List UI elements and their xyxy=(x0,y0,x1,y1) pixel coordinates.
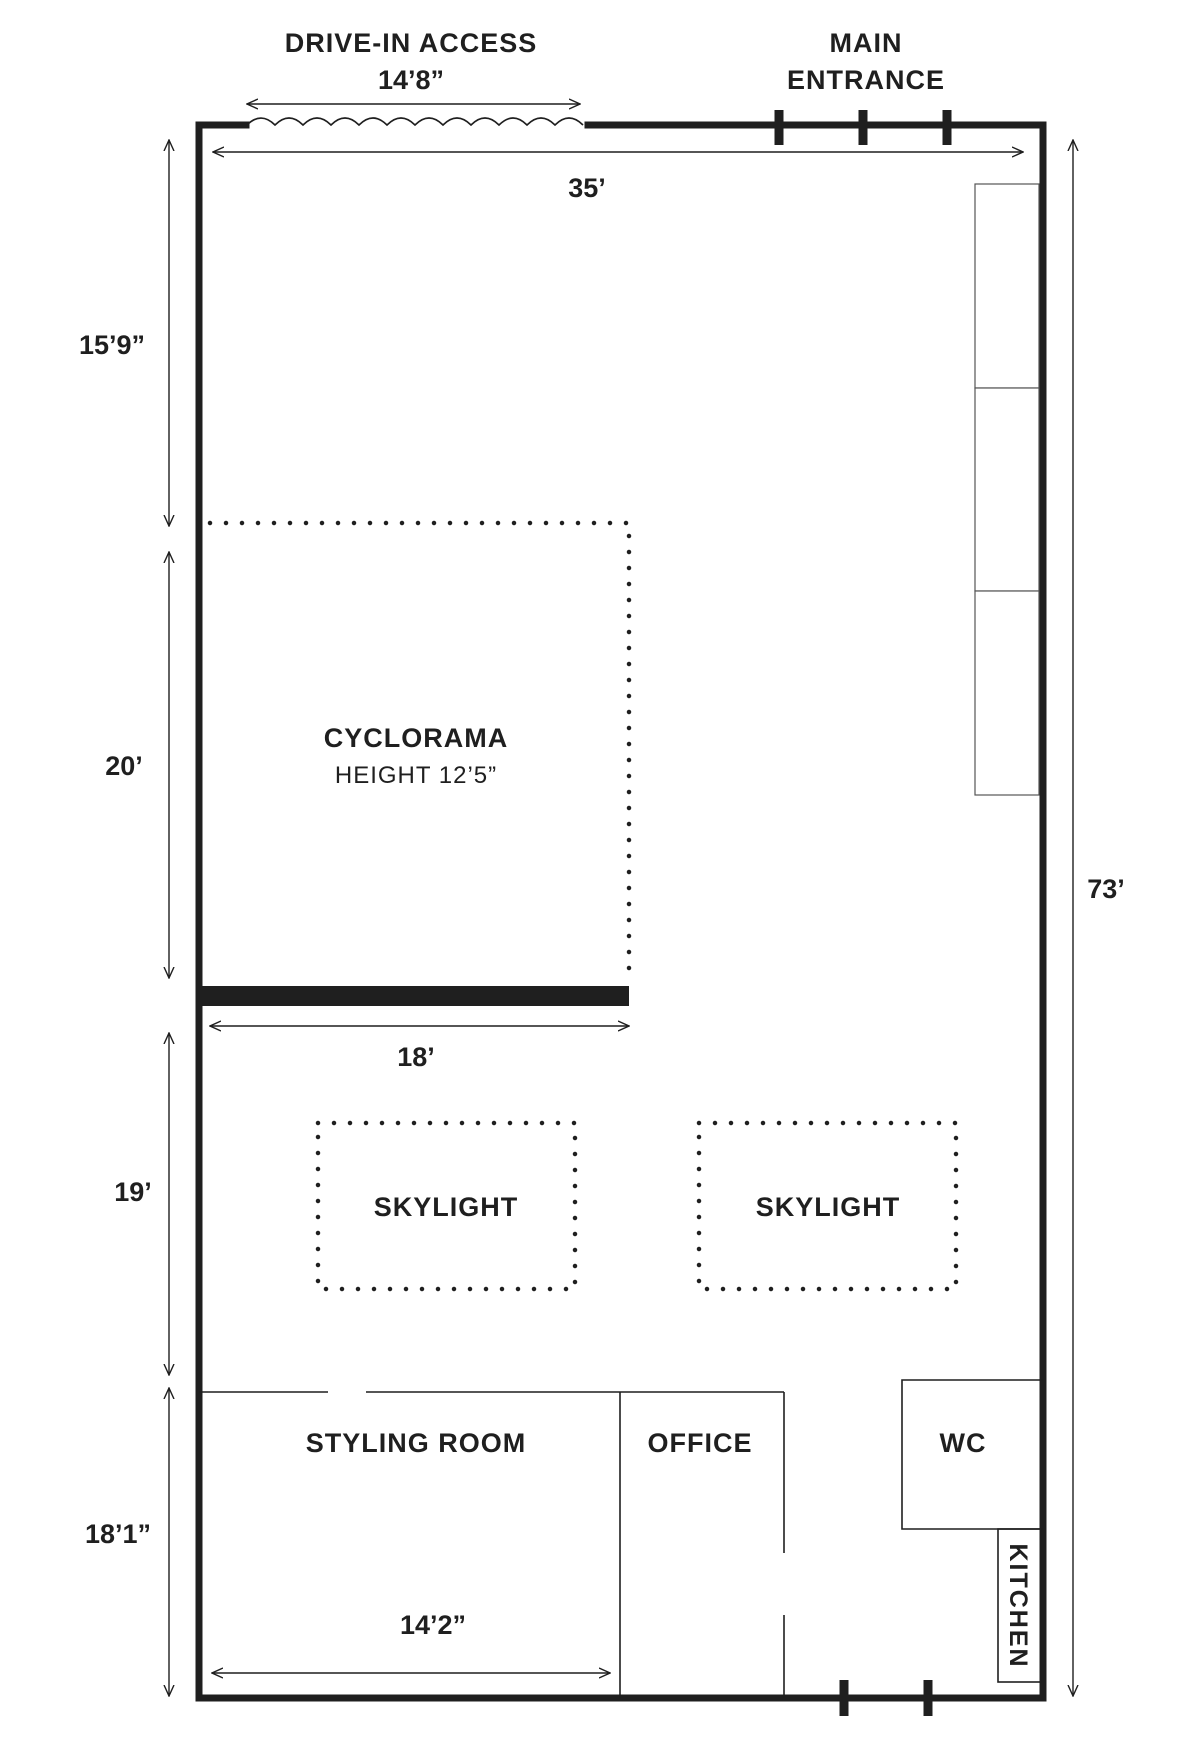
styling-room-label: STYLING ROOM xyxy=(306,1428,527,1458)
wc-room-outline xyxy=(901,1379,1043,1530)
cyclorama-height: HEIGHT 12’5” xyxy=(335,762,497,789)
wall-cabinet-3 xyxy=(974,590,1040,796)
dim-label-section-a: 15’9” xyxy=(79,330,145,360)
skylight-2-label: SKYLIGHT xyxy=(756,1192,901,1222)
drive-in-door-curtain xyxy=(246,117,584,127)
office-label: OFFICE xyxy=(648,1428,753,1458)
cyclorama-title: CYCLORAMA xyxy=(324,723,509,753)
main-entrance-line1: MAIN xyxy=(830,28,903,58)
dim-label-section-d: 18’1” xyxy=(85,1519,151,1549)
cyclorama-width-label: 18’ xyxy=(397,1042,435,1072)
total-length-label: 73’ xyxy=(1087,874,1125,904)
styling-width-label: 14’2” xyxy=(400,1610,466,1640)
top-width-label: 35’ xyxy=(568,173,606,203)
skylight-2-outline xyxy=(696,1120,959,1292)
kitchen-label: KITCHEN xyxy=(1004,1543,1032,1668)
main-entrance-line2: ENTRANCE xyxy=(787,65,945,95)
wall-cabinet-1 xyxy=(974,183,1040,389)
skylight-1-label: SKYLIGHT xyxy=(374,1192,519,1222)
drive-in-title: DRIVE-IN ACCESS xyxy=(285,28,538,58)
skylight-1-outline xyxy=(315,1120,578,1292)
kitchen-outline xyxy=(997,1528,1042,1683)
wc-label: WC xyxy=(940,1428,987,1458)
dim-label-section-b: 20’ xyxy=(105,751,143,781)
wall-cabinet-2 xyxy=(974,387,1040,592)
drive-in-width: 14’8” xyxy=(378,65,444,95)
dim-label-section-c: 19’ xyxy=(114,1177,152,1207)
